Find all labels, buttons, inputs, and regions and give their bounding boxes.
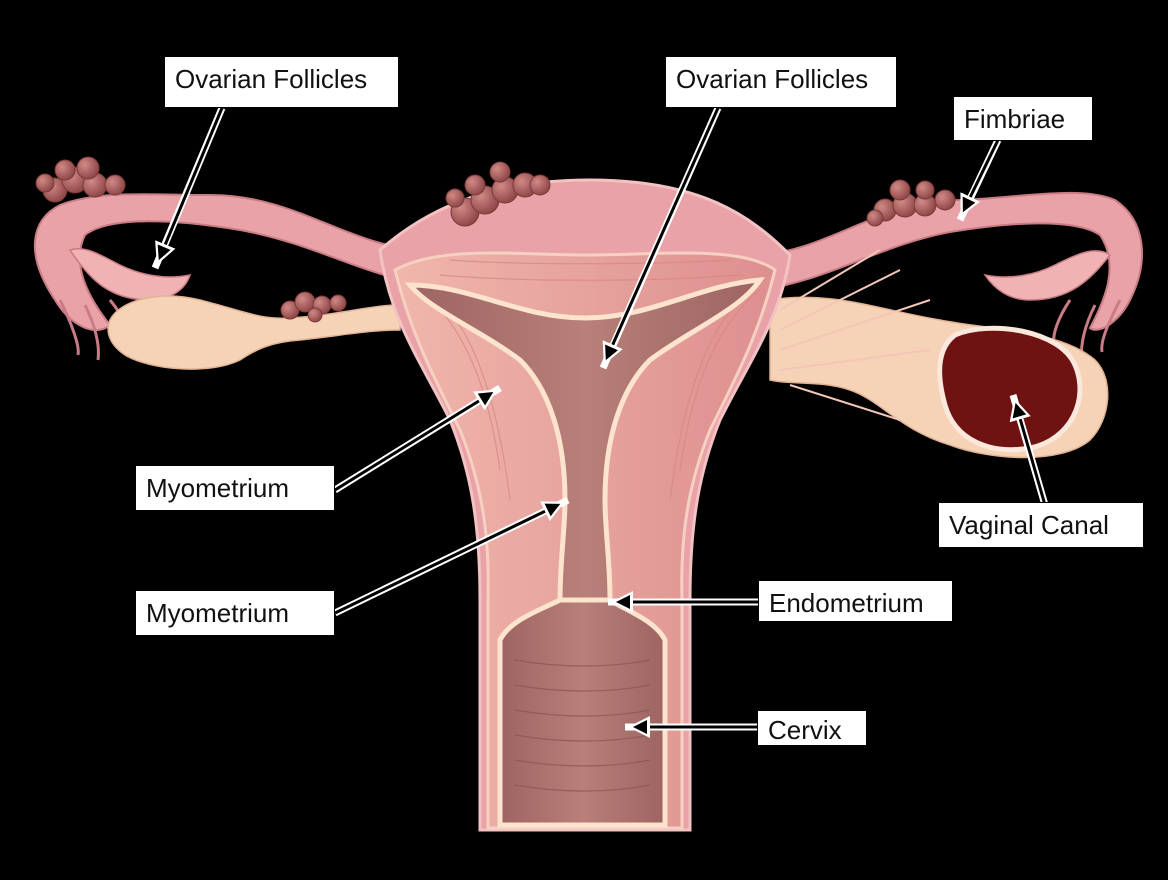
arrow-myometrium-upper [333,385,502,493]
label-ovarian-follicles-center: Ovarian Follicles [665,56,897,108]
left-fallopian-tube [34,193,431,361]
left-ovary [107,295,401,370]
arrow-vaginal-canal [1009,394,1049,506]
follicle-cluster-left [35,156,126,203]
uterus-body [378,178,792,832]
follicle-cluster-top [445,161,551,227]
label-myometrium-upper: Myometrium [135,465,335,511]
label-fimbriae: Fimbriae [953,96,1093,141]
arrow-myometrium-lower [333,496,570,617]
label-myometrium-lower: Myometrium [135,590,335,636]
label-ovarian-follicles-left: Ovarian Follicles [164,56,399,108]
arrow-ovarian-follicles-left [151,106,226,270]
label-vaginal-canal: Vaginal Canal [938,502,1144,548]
arrow-fimbriae [956,138,1002,222]
label-endometrium: Endometrium [758,580,953,622]
label-cervix: Cervix [757,710,867,746]
follicle-cluster-right [866,179,956,227]
arrow-ovarian-follicles-center [599,106,722,370]
pointer-lines [151,106,1049,738]
follicle-cluster-center-left [280,291,347,323]
